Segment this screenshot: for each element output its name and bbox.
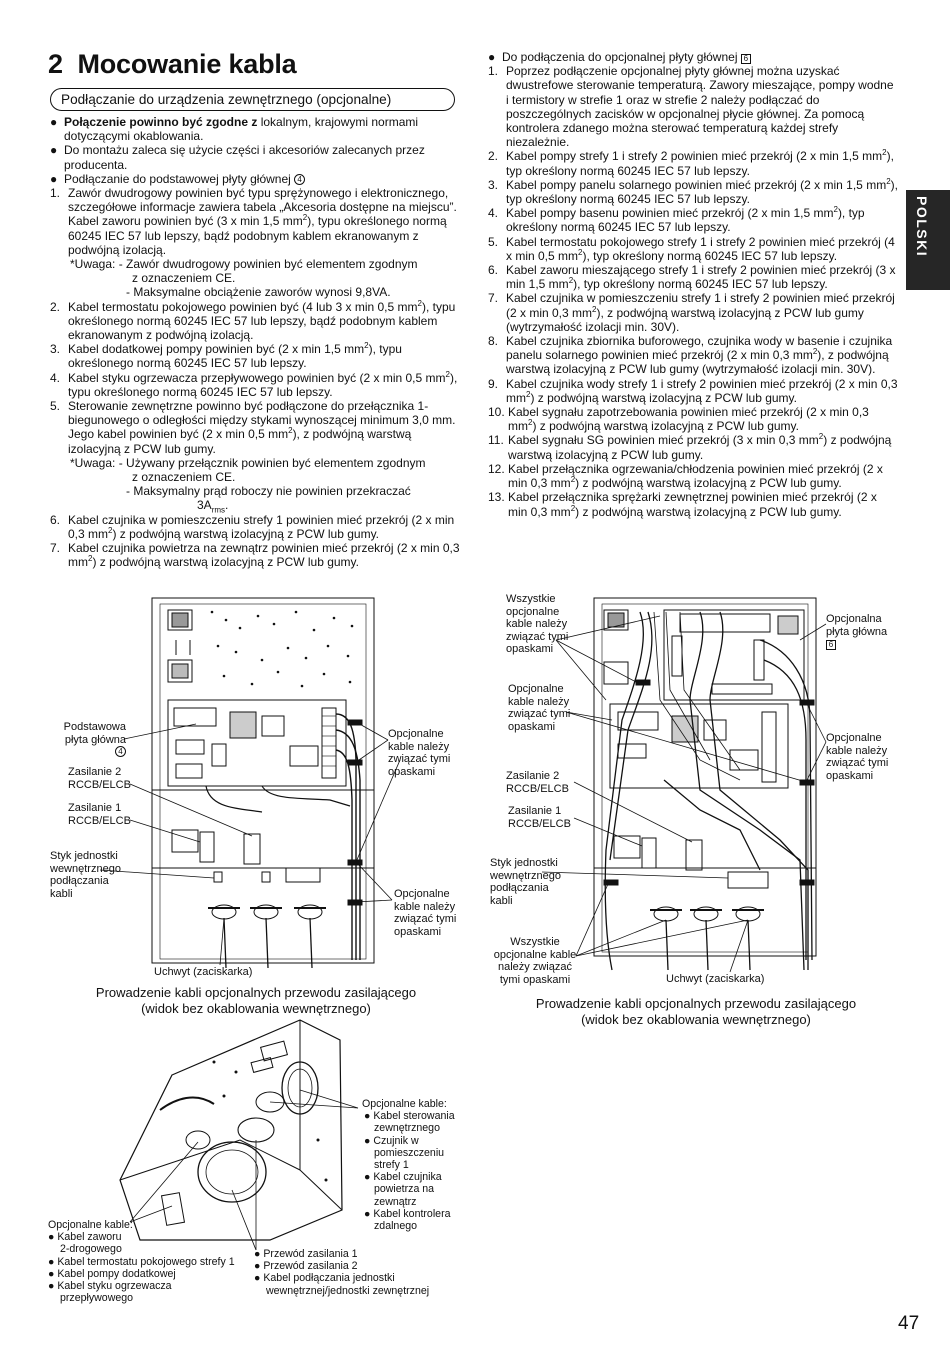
list-item: 11.Kabel sygnału SG powinien mieć przekr…	[488, 432, 892, 462]
list-item: 5.Sterowanie zewnętrzne powinno być podł…	[50, 399, 456, 456]
fig1-label-holder: Uchwyt (zaciskarka)	[154, 966, 253, 978]
fig1-label-main-board: Podstawowa płyta główna 4	[63, 721, 126, 757]
fig1-unit-drawing	[99, 597, 401, 969]
fig2-label-holder: Uchwyt (zaciskarka)	[666, 973, 765, 985]
list-item: 3.Kabel pompy panelu solarnego powinien …	[488, 176, 898, 207]
fig1-caption: Prowadzenie kabli opcjonalnych przewodu …	[95, 985, 417, 1016]
list-item: 6.Kabel zaworu mieszającego strefy 1 i s…	[488, 263, 896, 292]
list-item: 7.Kabel czujnika w pomieszczeniu strefy …	[488, 291, 895, 334]
list-item: 2.Kabel pompy strefy 1 i strefy 2 powini…	[488, 148, 894, 178]
list-item: 12.Kabel przełącznika ogrzewania/chłodze…	[488, 461, 883, 491]
list-item: 5.Kabel termostatu pokojowego strefy 1 i…	[488, 234, 895, 263]
note: *Uwaga: - Zawór dwudrogowy powinien być …	[70, 257, 418, 300]
list-item: ●Podłączanie do podstawowej płyty główne…	[50, 172, 462, 186]
fig2-caption: Prowadzenie kabli opcjonalnych przewodu …	[535, 996, 857, 1027]
list-item: 7.Kabel czujnika powietrza na zewnątrz p…	[50, 541, 460, 570]
list-item: 10.Kabel sygnału zapotrzebowania powinie…	[488, 405, 869, 434]
fig3-cable-entry-drawing	[119, 1019, 359, 1251]
list-item: 4.Kabel styku ogrzewacza przepływowego p…	[50, 369, 458, 399]
section-subheading: Podłączanie do urządzenia zewnętrznego (…	[50, 88, 455, 111]
list-item: 13.Kabel przełącznika sprężarki zewnętrz…	[488, 490, 877, 519]
fig3-label-mid-cables: ● Przewód zasilania 1 ● Przewód zasilani…	[254, 1248, 430, 1297]
fig3-label-left-cables: Opcjonalne kable: ● Kabel zaworu 2-drogo…	[48, 1219, 235, 1305]
list-item: 4.Kabel pompy basenu powinien mieć przek…	[488, 205, 865, 235]
list-item: 6.Kabel czujnika w pomieszczeniu strefy …	[50, 512, 455, 541]
list-item: 1.Poprzez podłączenie opcjonalnej płyty …	[488, 64, 894, 150]
list-item: 2.Kabel termostatu pokojowego powinien b…	[50, 298, 456, 343]
right-text-column: ●Do podłączenia do opcjonalnej płyty głó…	[488, 50, 899, 519]
left-text-column: ●Połączenie powinno być zgodne z lokalny…	[50, 115, 462, 570]
note: *Uwaga: - Używany przełącznik powinien b…	[70, 455, 426, 515]
list-item: 9.Kabel czujnika wody strefy 1 i strefy …	[488, 376, 898, 405]
page-heading: 2 Mocowanie kabla	[48, 49, 297, 79]
language-tab: POLSKI	[906, 190, 950, 290]
list-item: 8.Kabel czujnika zbiornika buforowego, c…	[488, 334, 893, 377]
page-number: 47	[898, 1313, 920, 1334]
list-item: ●Połączenie powinno być zgodne z lokalny…	[50, 115, 419, 144]
list-item: ●Do podłączenia do opcjonalnej płyty głó…	[488, 50, 899, 64]
fig2-unit-drawing	[541, 597, 827, 973]
list-item: 1.Zawór dwudrogowy powinien być typu spr…	[50, 186, 457, 257]
list-item: ●Do montażu zaleca się użycie części i a…	[50, 143, 425, 172]
fig3-label-right-cables: Opcjonalne kable: ● Kabel sterowania zew…	[362, 1098, 455, 1233]
list-item: 3.Kabel dodatkowej pompy powinien być (2…	[50, 341, 402, 371]
